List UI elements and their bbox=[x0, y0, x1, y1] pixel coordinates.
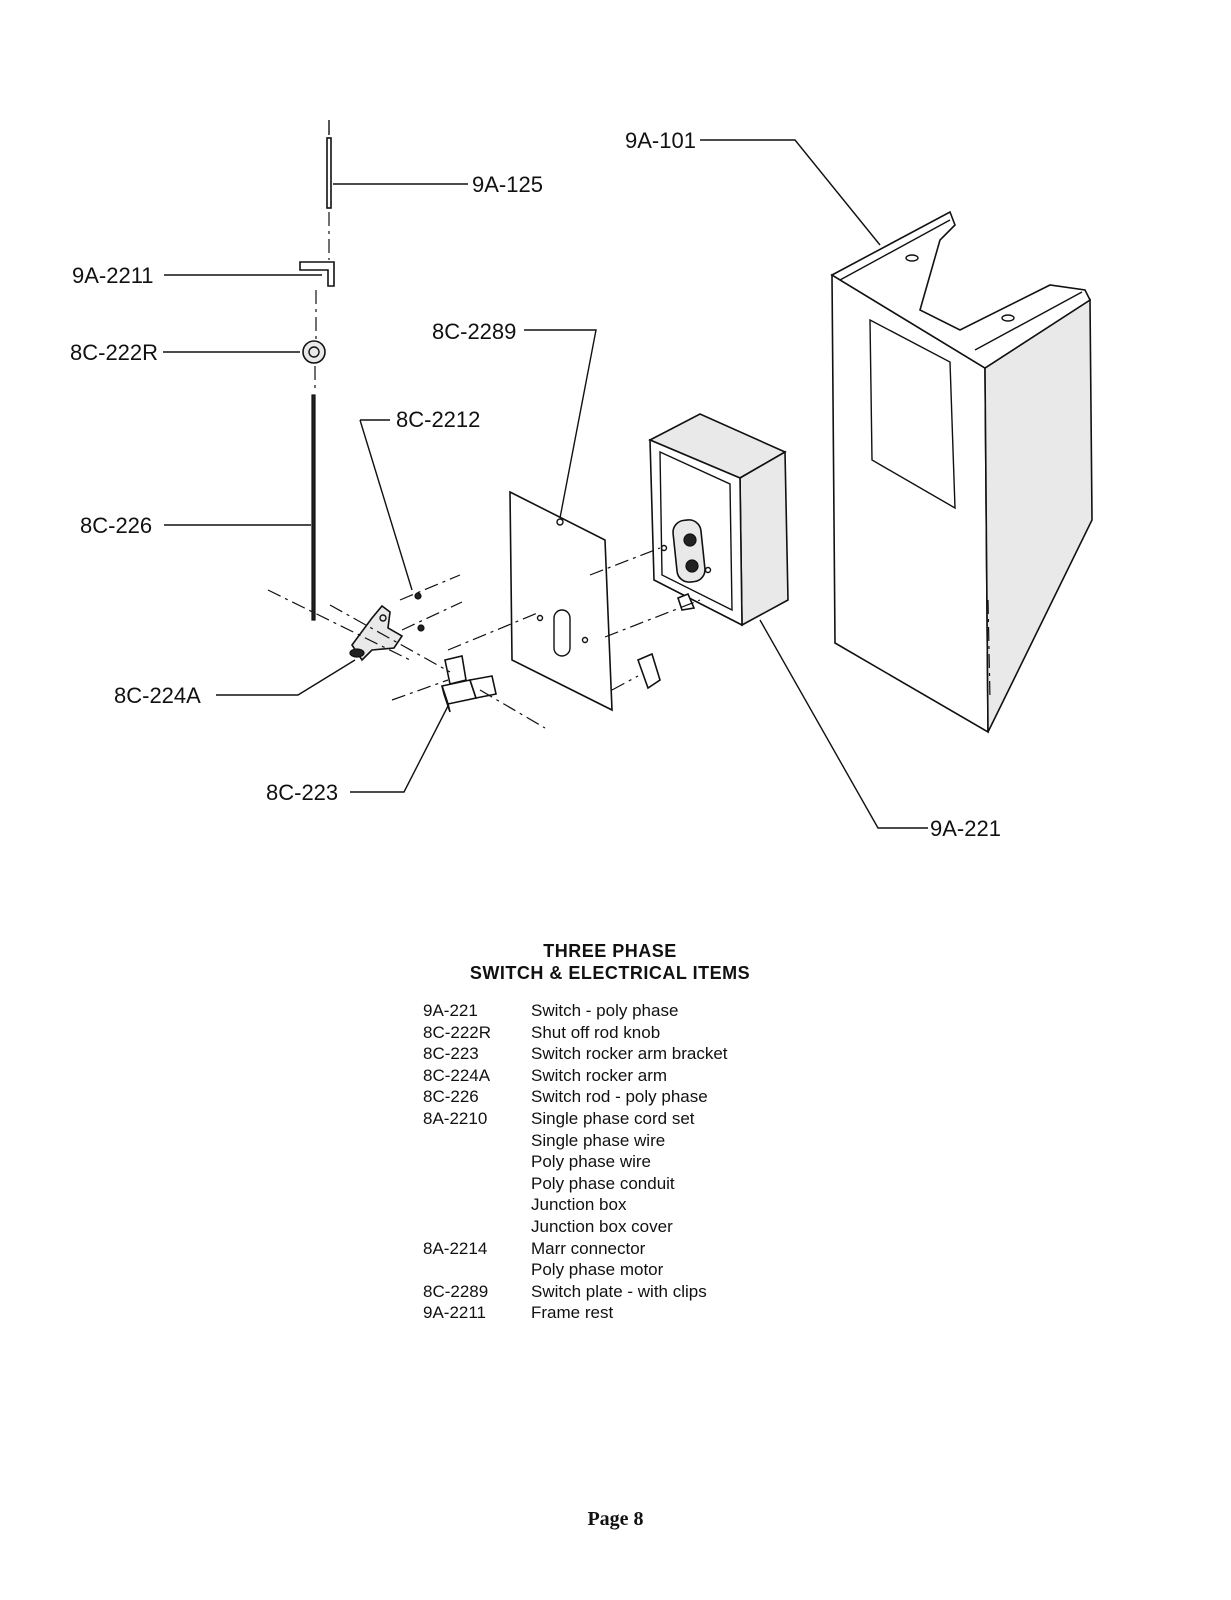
part-8c-2212-screw bbox=[414, 592, 422, 600]
part-description: Switch rocker arm bbox=[531, 1065, 668, 1085]
part-number: 8C-223 bbox=[423, 1044, 479, 1064]
parts-list-row: Poly phase wire bbox=[423, 1151, 728, 1173]
parts-list-title: THREE PHASE SWITCH & ELECTRICAL ITEMS bbox=[380, 940, 840, 984]
part-number bbox=[423, 1173, 531, 1195]
callout-9a-2211: 9A-2211 bbox=[72, 263, 154, 288]
part-8c-226-shape bbox=[311, 394, 316, 621]
part-number: 9A-2211 bbox=[423, 1303, 487, 1323]
part-description: Junction box bbox=[531, 1195, 627, 1215]
clip-shape bbox=[636, 652, 661, 690]
exploded-parts-diagram: 9A-125 9A-2211 8C-222R 8C-226 8C-2212 8C… bbox=[70, 120, 1093, 841]
part-number: 8C-222R bbox=[423, 1022, 492, 1042]
part-number bbox=[423, 1216, 531, 1238]
parts-list-row: 8C-226 Switch rod - poly phase bbox=[423, 1086, 728, 1108]
part-description: Switch plate - with clips bbox=[531, 1281, 707, 1301]
part-description: Switch rod - poly phase bbox=[531, 1087, 708, 1107]
part-number: 9A-221 bbox=[423, 1001, 478, 1020]
part-8c-2289-shape bbox=[509, 490, 613, 712]
part-description: Junction box cover bbox=[531, 1216, 673, 1236]
part-9a-221-shape bbox=[648, 413, 789, 627]
part-description: Single phase wire bbox=[531, 1130, 666, 1150]
part-number: 8C-226 bbox=[423, 1087, 479, 1107]
parts-list-title-line2: SWITCH & ELECTRICAL ITEMS bbox=[469, 963, 751, 983]
parts-list-row: 8C-222R Shut off rod knob bbox=[423, 1022, 728, 1044]
parts-list-row: Poly phase motor bbox=[423, 1259, 728, 1281]
part-number bbox=[423, 1194, 531, 1216]
callout-8c-224a: 8C-224A bbox=[114, 683, 201, 708]
parts-list-body: 9A-221 Switch - poly phase 8C-222R Shut off… bbox=[423, 1000, 728, 1324]
part-number: 8A-2210 bbox=[423, 1108, 488, 1128]
part-description: Switch rocker arm bracket bbox=[531, 1044, 728, 1064]
part-9a-2211-shape bbox=[299, 261, 335, 287]
part-description: Poly phase conduit bbox=[531, 1173, 675, 1193]
part-description: Frame rest bbox=[531, 1303, 614, 1323]
parts-list-row: 9A-2211 Frame rest bbox=[423, 1302, 728, 1324]
part-description: Poly phase wire bbox=[531, 1152, 652, 1172]
part-8c-224a-shape bbox=[349, 604, 404, 662]
part-description: Marr connector bbox=[531, 1238, 646, 1258]
parts-list-row: 8A-2214 Marr connector bbox=[423, 1238, 728, 1260]
page-number: Page 8 bbox=[587, 1508, 644, 1530]
part-number bbox=[423, 1151, 531, 1173]
callout-9a-125: 9A-125 bbox=[472, 172, 543, 197]
callout-8c-223: 8C-223 bbox=[266, 780, 338, 805]
part-description: Shut off rod knob bbox=[531, 1022, 661, 1042]
part-description: Switch - poly phase bbox=[531, 1001, 679, 1020]
part-description: Poly phase motor bbox=[531, 1260, 664, 1280]
callout-9a-221: 9A-221 bbox=[930, 816, 1001, 841]
part-number bbox=[423, 1130, 531, 1152]
parts-list-row: 8C-224A Switch rocker arm bbox=[423, 1065, 728, 1087]
part-number bbox=[423, 1259, 531, 1281]
part-9a-101-shape bbox=[830, 210, 1093, 734]
part-8c-223-shape bbox=[440, 655, 497, 713]
part-8c-222r-shape bbox=[302, 340, 326, 364]
callout-8c-2289: 8C-2289 bbox=[432, 319, 516, 344]
part-8c-2212-screw bbox=[417, 624, 425, 632]
parts-list-row: 8C-2289 Switch plate - with clips bbox=[423, 1281, 728, 1303]
callout-9a-101: 9A-101 bbox=[625, 128, 696, 153]
parts-list-row: Junction box bbox=[423, 1194, 728, 1216]
part-number: 8A-2214 bbox=[423, 1238, 488, 1258]
part-number: 8C-224A bbox=[423, 1065, 491, 1085]
parts-list-row: 8C-223 Switch rocker arm bracket bbox=[423, 1043, 728, 1065]
part-9a-125-shape bbox=[326, 137, 332, 209]
parts-list-title-line1: THREE PHASE bbox=[543, 941, 677, 961]
parts-list-row: 9A-221 Switch - poly phase bbox=[423, 1000, 728, 1022]
parts-list-row: Junction box cover bbox=[423, 1216, 728, 1238]
parts-list-table: 9A-221 Switch - poly phase 8C-222R Shut off… bbox=[423, 1000, 728, 1324]
callout-8c-2212: 8C-2212 bbox=[396, 407, 480, 432]
parts-list-row: 8A-2210 Single phase cord set bbox=[423, 1108, 728, 1130]
part-number: 8C-2289 bbox=[423, 1281, 489, 1301]
parts-list-row: Poly phase conduit bbox=[423, 1173, 728, 1195]
callout-8c-226: 8C-226 bbox=[80, 513, 152, 538]
parts-list-row: Single phase wire bbox=[423, 1130, 728, 1152]
part-description: Single phase cord set bbox=[531, 1108, 695, 1128]
callout-8c-222r: 8C-222R bbox=[70, 340, 158, 365]
